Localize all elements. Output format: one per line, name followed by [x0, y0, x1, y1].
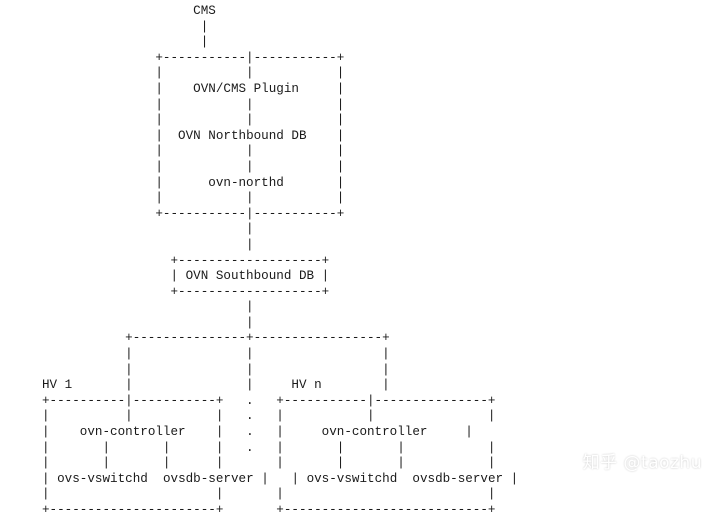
hv-controller-row: | ovn-controller | . | ovn-controller |: [42, 425, 473, 440]
hv-box-sides: | | | |: [42, 487, 496, 502]
connector-line: |: [42, 315, 254, 330]
zhihu-watermark: 知乎 @taozhu: [582, 453, 702, 473]
central-box-side: | | |: [42, 191, 345, 206]
ovn-northbound-db-label: OVN Northbound DB: [178, 128, 307, 143]
hv-box-sides: | | | | | | | |: [42, 456, 496, 471]
central-box-side: | | |: [42, 159, 345, 174]
ovn-architecture-diagram: CMS | | +-----------|-----------+ | | | …: [42, 4, 518, 519]
hv-box-top-borders: +----------|-----------+ . +-----------|…: [42, 393, 496, 408]
hv-box-bottom-borders: +----------------------+ +--------------…: [42, 503, 496, 517]
hv-bus-drops: | | |: [42, 347, 390, 362]
hv-labels-row: HV 1 | | HV n |: [42, 378, 390, 393]
connector-line: |: [42, 35, 209, 50]
central-box-side: | | |: [42, 66, 345, 81]
connector-line: |: [42, 222, 254, 237]
hv-bus-line: +---------------+-----------------+: [42, 331, 390, 346]
hv-box-sides: | | | | . | | | |: [42, 440, 496, 455]
central-box-row: | OVN Northbound DB |: [42, 128, 345, 143]
central-box-row: | OVN/CMS Plugin |: [42, 81, 345, 96]
connector-line: |: [42, 237, 254, 252]
cms-label: CMS: [42, 4, 216, 18]
ovn-northd-label: ovn-northd: [208, 175, 284, 190]
southbound-box-row: | OVN Southbound DB |: [42, 269, 330, 284]
hv-n-ovsdb-server-label: ovsdb-server: [412, 471, 504, 486]
central-box-side: | | |: [42, 113, 345, 128]
connector-line: |: [42, 300, 254, 315]
hv-1-ovsdb-server-label: ovsdb-server: [162, 471, 254, 486]
central-box-bottom-border: +-----------|-----------+: [42, 206, 345, 221]
central-box-side: | | |: [42, 144, 345, 159]
ovn-cms-plugin-label: OVN/CMS Plugin: [193, 81, 299, 96]
hv-box-sides: | | | . | | |: [42, 409, 496, 424]
hv-n-ovs-vswitchd-label: ovs-vswitchd: [306, 471, 398, 486]
central-box-top-border: +-----------|-----------+: [42, 50, 345, 65]
central-box-row: | ovn-northd |: [42, 175, 345, 190]
central-box-side: | | |: [42, 97, 345, 112]
hv-1-ovn-controller-label: ovn-controller: [79, 425, 186, 440]
hv-1-label: HV 1: [42, 378, 73, 393]
ovn-southbound-db-label: OVN Southbound DB: [185, 269, 315, 284]
hv-bus-drops: | | |: [42, 362, 390, 377]
hv-n-ovn-controller-label: ovn-controller: [321, 425, 428, 440]
hv-1-ovs-vswitchd-label: ovs-vswitchd: [57, 471, 148, 486]
hv-daemon-row: | ovs-vswitchd ovsdb-server | | ovs-vswi…: [42, 471, 519, 486]
hv-n-label: HV n: [291, 378, 322, 393]
southbound-box-top: +-------------------+: [42, 253, 330, 268]
southbound-box-bottom: +-------------------+: [42, 284, 330, 299]
connector-line: |: [42, 19, 209, 34]
